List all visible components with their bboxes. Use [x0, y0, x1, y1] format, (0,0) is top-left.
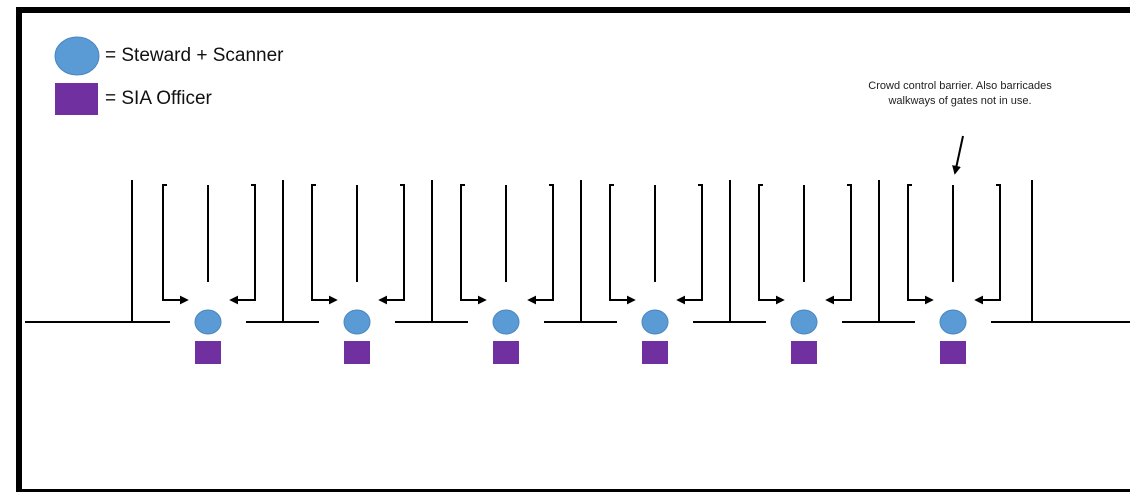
- lane-arrow-right: [460, 184, 487, 305]
- lane-arrow-left: [378, 184, 405, 305]
- legend-steward-icon: [54, 36, 100, 76]
- sia-officer-marker: [791, 341, 817, 364]
- steward-marker: [343, 309, 371, 335]
- lane-arrow-left: [825, 184, 852, 305]
- steward-marker: [492, 309, 520, 335]
- lane-arrow-right: [162, 184, 189, 305]
- steward-marker: [939, 309, 967, 335]
- legend-sia-icon: [55, 83, 98, 115]
- lane-arrow-left: [229, 184, 256, 305]
- lane-arrow-right: [609, 184, 636, 305]
- lane-arrow-left: [676, 184, 703, 305]
- lane-arrow-right: [311, 184, 338, 305]
- barrier-annotation: Crowd control barrier. Also barricades w…: [868, 80, 1052, 107]
- annotation-arrow: [952, 135, 964, 175]
- legend-steward-label: = Steward + Scanner: [105, 45, 284, 66]
- diagram-border: [16, 7, 1130, 492]
- steward-marker: [790, 309, 818, 335]
- sia-officer-marker: [940, 341, 966, 364]
- sia-officer-marker: [195, 341, 221, 364]
- lane-arrow-right: [758, 184, 785, 305]
- sia-officer-marker: [493, 341, 519, 364]
- lane-arrow-left: [974, 184, 1001, 305]
- lane-arrow-right: [907, 184, 934, 305]
- lane-arrow-left: [527, 184, 554, 305]
- legend-sia-label: = SIA Officer: [105, 88, 212, 109]
- sia-officer-marker: [642, 341, 668, 364]
- steward-marker: [641, 309, 669, 335]
- sia-officer-marker: [344, 341, 370, 364]
- steward-marker: [194, 309, 222, 335]
